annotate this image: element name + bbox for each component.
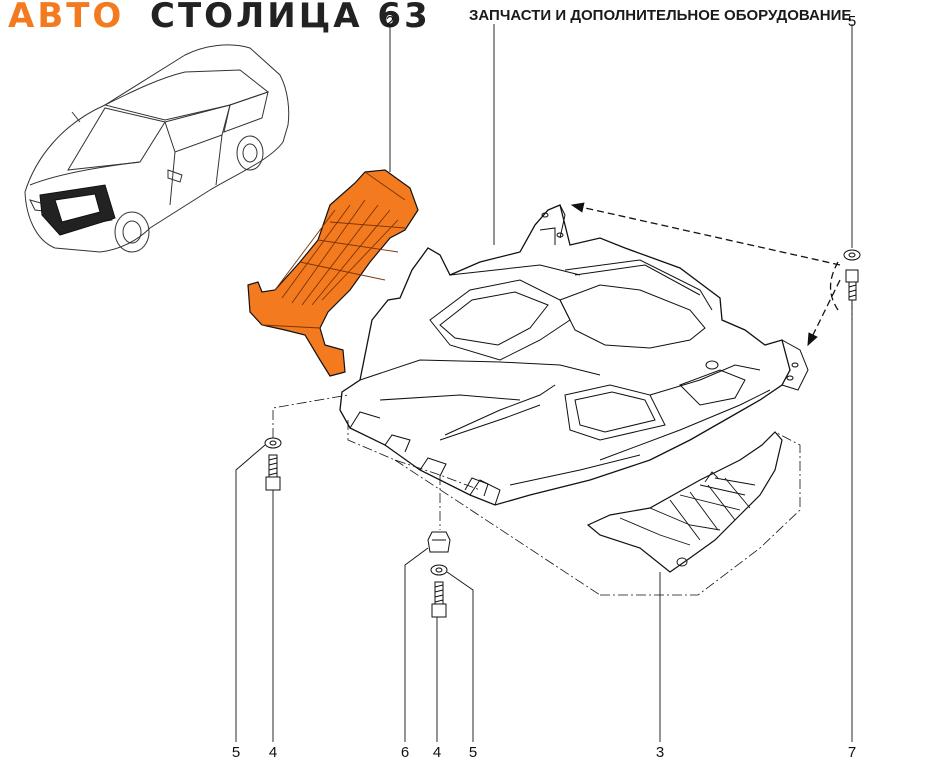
header-banner: АВТО СТОЛИЦА 63 ЗАПЧАСТИ И ДОПОЛНИТЕЛЬНО… bbox=[0, 0, 951, 36]
callout-6: 6 bbox=[401, 744, 409, 761]
bolt-7 bbox=[845, 269, 859, 301]
part-2-orange-shield bbox=[247, 169, 419, 377]
callout-5-top-right: 5 bbox=[848, 13, 856, 30]
leader-lines bbox=[235, 24, 853, 742]
callout-2: 2 bbox=[386, 13, 394, 30]
clip-nut-6 bbox=[427, 531, 451, 553]
washer-5-top-right bbox=[843, 249, 861, 261]
callout-7: 7 bbox=[848, 744, 856, 761]
callout-5-bottom-left: 5 bbox=[232, 744, 240, 761]
car-illustration bbox=[24, 44, 290, 253]
washer-5-left bbox=[264, 437, 282, 449]
header-tagline: ЗАПЧАСТИ И ДОПОЛНИТЕЛЬНОЕ ОБОРУДОВАНИЕ bbox=[469, 7, 852, 24]
callout-4-bottom-left: 4 bbox=[269, 744, 277, 761]
bolt-4-mid bbox=[431, 581, 447, 618]
brand-logo-avto: АВТО bbox=[8, 0, 125, 36]
washer-5-mid bbox=[430, 564, 448, 576]
callout-4-bottom-mid: 4 bbox=[433, 744, 441, 761]
callout-3: 3 bbox=[656, 744, 664, 761]
dashed-arrows bbox=[570, 202, 841, 347]
callout-5-bottom-mid: 5 bbox=[469, 744, 477, 761]
assembly-guide-lines bbox=[272, 300, 853, 596]
bolt-4-left bbox=[265, 454, 281, 491]
main-underbody-shield bbox=[339, 204, 809, 506]
part-3-side-shield bbox=[586, 431, 783, 573]
brand-logo-stolica: СТОЛИЦА 63 bbox=[150, 0, 431, 36]
